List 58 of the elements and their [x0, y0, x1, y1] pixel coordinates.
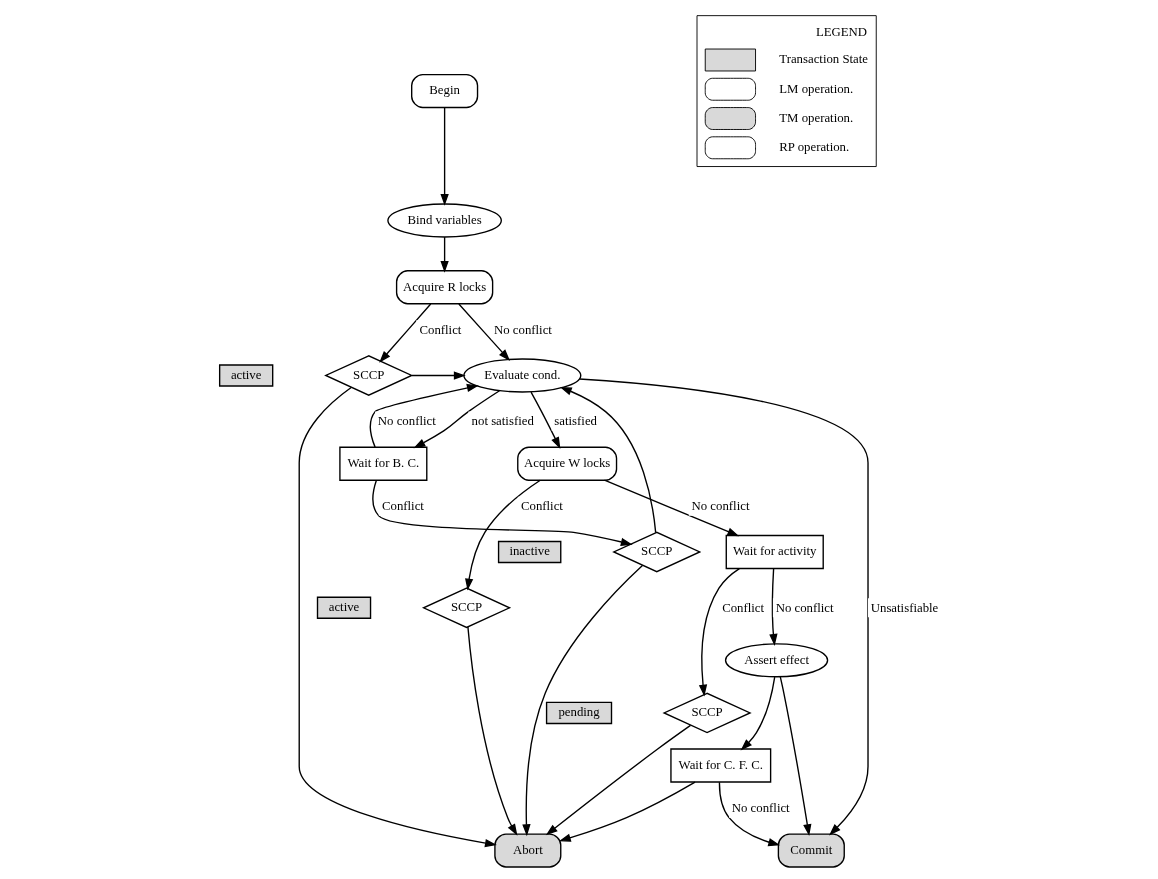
- node-diamond: SCCP: [421, 587, 511, 629]
- arrow: [439, 106, 449, 206]
- edge-label: No conflict: [691, 499, 749, 514]
- arrow: [464, 479, 541, 591]
- edge-label: Conflict: [721, 600, 764, 615]
- arrow: [698, 567, 740, 697]
- node-box: Wait for activity: [725, 534, 824, 570]
- node-box: Acquire R locks: [395, 270, 493, 305]
- arrow: [529, 391, 560, 449]
- node-box: active: [316, 596, 371, 619]
- legend-label: TM operation.: [778, 110, 853, 125]
- edge-label: Unsatisfiable: [870, 600, 938, 615]
- edge-label: Conflict: [520, 499, 563, 514]
- arrow: [369, 383, 479, 448]
- edge-label: Conflict: [381, 499, 424, 514]
- arrow: [378, 303, 431, 363]
- node-box: inactive: [497, 540, 561, 564]
- node-ellipse: Assert effect: [724, 643, 828, 678]
- arrow: [559, 386, 656, 534]
- edge-label: Conflict: [418, 322, 461, 337]
- arrow: [298, 386, 497, 848]
- node-diamond: SCCP: [611, 531, 701, 573]
- node-diamond: SCCP: [661, 692, 752, 734]
- node-box: active: [218, 364, 273, 387]
- arrow: [545, 724, 691, 836]
- arrow: [457, 303, 510, 361]
- edge-label: No conflict: [493, 322, 552, 337]
- edge-label: not satisfied: [471, 414, 534, 429]
- node-box: Commit: [777, 833, 845, 868]
- node-diamond: SCCP: [323, 355, 413, 396]
- node-box: pending: [545, 701, 612, 725]
- legend-label: Transaction State: [778, 52, 868, 67]
- legend-label: LM operation.: [778, 81, 853, 96]
- arrow: [466, 626, 517, 836]
- arrow: [412, 390, 500, 449]
- edge-label: No conflict: [377, 414, 436, 429]
- arrow: [768, 567, 778, 646]
- node-box: Wait for B. C.: [338, 446, 427, 481]
- edge-label: No conflict: [775, 600, 834, 615]
- node-box: Abort: [493, 833, 561, 868]
- arrow: [603, 479, 739, 537]
- arrow: [410, 371, 466, 380]
- node-box: Wait for C. F. C.: [669, 748, 771, 783]
- arrow: [371, 479, 633, 546]
- edge-label: No conflict: [731, 800, 790, 815]
- arrow: [558, 781, 696, 842]
- node-box: Begin: [410, 73, 478, 109]
- arrow: [521, 564, 643, 837]
- arrow: [439, 236, 449, 273]
- arrow: [578, 378, 869, 836]
- legend-label: RP operation.: [778, 140, 849, 155]
- edge-label: satisfied: [553, 414, 597, 429]
- node-box: Acquire W locks: [516, 446, 617, 481]
- arrow: [779, 676, 811, 837]
- arrow: [718, 781, 780, 847]
- node-ellipse: Bind variables: [386, 203, 502, 238]
- label: LEGEND: [815, 25, 867, 40]
- arrow: [740, 676, 775, 751]
